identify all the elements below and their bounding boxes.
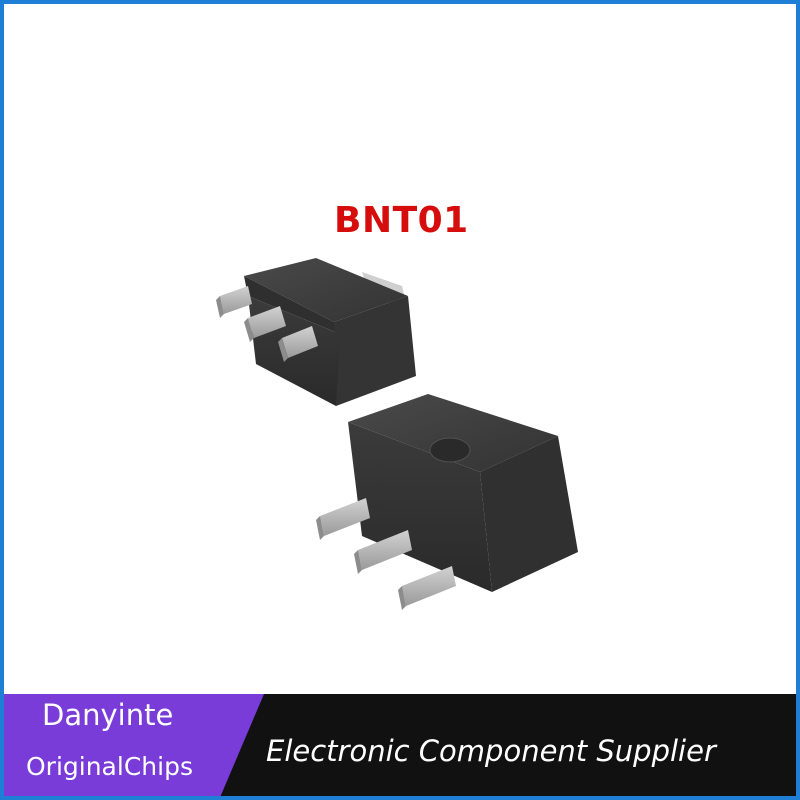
brand-tagline: OriginalChips xyxy=(26,752,193,781)
banner-brand-block xyxy=(4,694,264,796)
chip-lead xyxy=(354,530,412,574)
brand-banner: Danyinte OriginalChips Electronic Compon… xyxy=(4,694,796,796)
pin1-marker xyxy=(429,437,471,463)
product-photo xyxy=(216,258,578,610)
chip-lead xyxy=(244,306,286,342)
sot89-chip-lower xyxy=(316,394,578,610)
chip-lead xyxy=(398,566,456,610)
chip-lead xyxy=(278,326,318,362)
part-number-label: BNT01 xyxy=(334,200,469,241)
chip-lead xyxy=(316,498,370,540)
chip-lead xyxy=(216,286,252,318)
supplier-slogan: Electronic Component Supplier xyxy=(266,734,716,768)
sot89-chip-upper xyxy=(216,258,416,406)
brand-name: Danyinte xyxy=(42,698,174,732)
